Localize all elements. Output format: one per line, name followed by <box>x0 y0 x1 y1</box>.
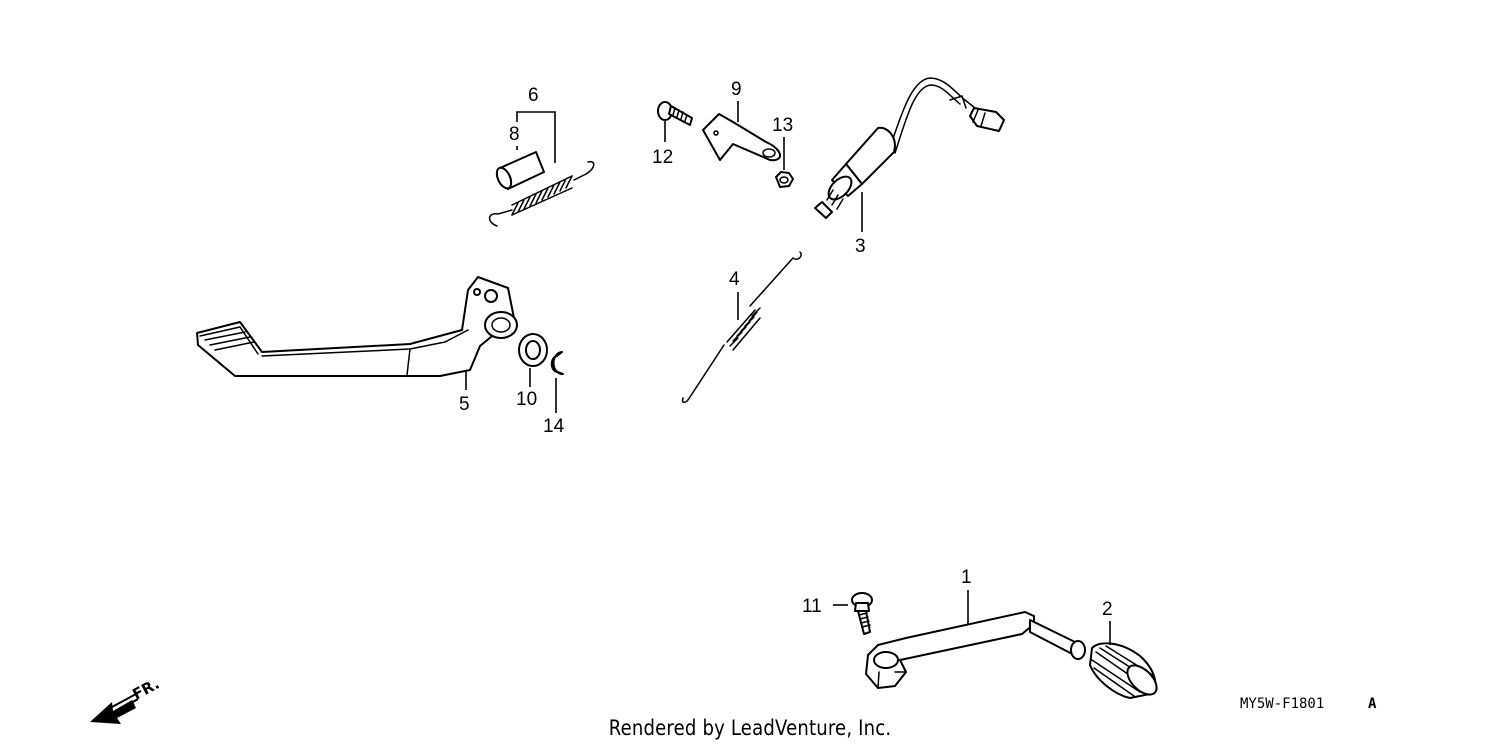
return-spring-part[interactable] <box>488 160 595 227</box>
bracket-part[interactable] <box>702 113 781 162</box>
callout-5-label: 5 <box>459 394 470 415</box>
footer-credit: Rendered by LeadVenture, Inc. <box>608 716 892 740</box>
bolt-11-part[interactable] <box>851 592 873 635</box>
callout-12-label: 12 <box>652 147 673 168</box>
callout-10: 10 <box>516 368 537 410</box>
diagram-code: MY5W-F1801 <box>1240 696 1324 712</box>
callout-8-label: 8 <box>509 124 520 145</box>
stop-switch-part[interactable] <box>814 77 1005 219</box>
callout-1: 1 <box>961 567 972 625</box>
callout-13-label: 13 <box>772 115 793 136</box>
callout-6: 6 <box>516 85 556 163</box>
collar-part[interactable] <box>494 151 545 191</box>
callout-3: 3 <box>855 192 866 257</box>
shift-rubber-part[interactable] <box>1089 642 1162 699</box>
callout-11-label: 11 <box>802 596 822 617</box>
callout-9-label: 9 <box>731 79 742 100</box>
callout-10-label: 10 <box>516 389 537 410</box>
callout-14-label: 14 <box>543 416 565 437</box>
gearshift-pedal-part[interactable] <box>865 611 1086 689</box>
callout-1-label: 1 <box>961 567 972 588</box>
callout-5: 5 <box>459 370 470 415</box>
washer-part[interactable] <box>518 333 548 367</box>
nut-part[interactable] <box>775 171 794 188</box>
front-direction-label: FR. <box>129 675 162 704</box>
callout-2-label: 2 <box>1102 599 1113 620</box>
switch-spring-part[interactable] <box>681 251 802 404</box>
callout-6-label: 6 <box>528 85 539 106</box>
callout-3-label: 3 <box>855 236 866 257</box>
brake-pedal-part[interactable] <box>196 276 518 377</box>
callout-9: 9 <box>731 79 742 122</box>
callout-4-label: 4 <box>729 269 740 290</box>
callout-11: 11 <box>802 596 848 617</box>
callout-14: 14 <box>543 378 565 437</box>
callout-12: 12 <box>652 121 673 168</box>
diagram-code-suffix: A <box>1368 696 1377 712</box>
bolt-12-part[interactable] <box>657 101 693 126</box>
callout-8: 8 <box>509 124 520 150</box>
callout-4: 4 <box>729 269 740 320</box>
callout-13: 13 <box>772 115 793 170</box>
snap-ring-part[interactable] <box>550 351 564 375</box>
callout-2: 2 <box>1102 599 1113 645</box>
